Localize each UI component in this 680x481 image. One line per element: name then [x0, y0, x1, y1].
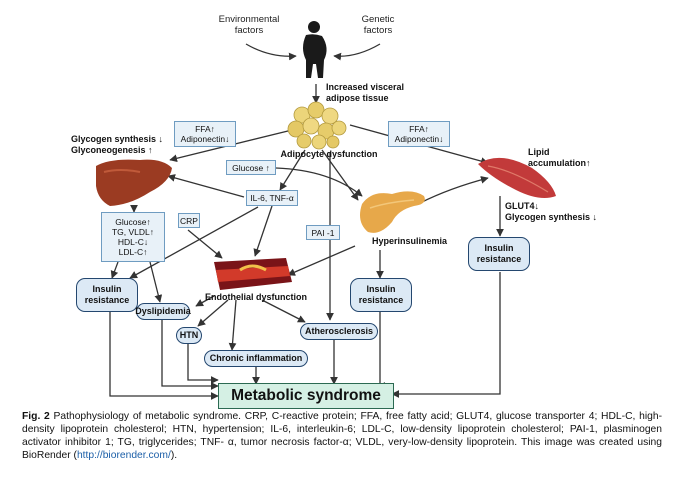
caption-end: ).: [170, 450, 178, 461]
caption-text: Pathophysiology of metabolic syndrome. C…: [22, 411, 663, 461]
atherosclerosis-box: Atherosclerosis: [300, 323, 378, 340]
glycogen-liver-label: Glycogen synthesis ↓Glyconeogenesis ↑: [71, 134, 164, 155]
adipose-tissue-icon: [287, 101, 347, 150]
ffa-adiponectin-box-left: FFA↑Adiponectin↓: [174, 121, 236, 147]
metabolic-syndrome-box: Metabolic syndrome: [218, 383, 394, 409]
chronic-inflammation-box: Chronic inflammation: [204, 350, 308, 367]
il6-tnf-box: IL-6, TNF-α: [246, 190, 298, 206]
ffa-adiponectin-box-right: FFA↑Adiponectin↓: [388, 121, 450, 147]
liver-icon: [96, 159, 172, 206]
figure-number: Fig. 2: [22, 411, 50, 422]
dyslipidemia-box: Dyslipidemia: [135, 303, 191, 320]
muscle-icon: [478, 157, 556, 198]
blood-vessel-icon: [214, 258, 292, 290]
person-icon: [303, 21, 327, 78]
crp-box: CRP: [178, 213, 200, 228]
biorender-link[interactable]: http://biorender.com/: [76, 450, 171, 461]
liver-output-box: Glucose↑ TG, VLDL↑ HDL-C↓ LDL-C↑: [101, 212, 165, 262]
glut4-label: GLUT4↓Glycogen synthesis ↓: [505, 201, 598, 222]
adipocyte-dysfunction-label: Adipocyte dysfunction: [280, 149, 378, 159]
pancreas-icon: [360, 191, 425, 233]
glucose-box: Glucose ↑: [226, 160, 276, 175]
htn-box: HTN: [176, 327, 202, 344]
endothelial-dysfunction-label: Endothelial dysfunction: [205, 292, 308, 302]
pai1-box: PAI -1: [306, 225, 340, 240]
figure-caption: Fig. 2 Pathophysiology of metabolic synd…: [22, 410, 662, 462]
hyperinsulinemia-label: Hyperinsulinemia: [372, 236, 448, 246]
